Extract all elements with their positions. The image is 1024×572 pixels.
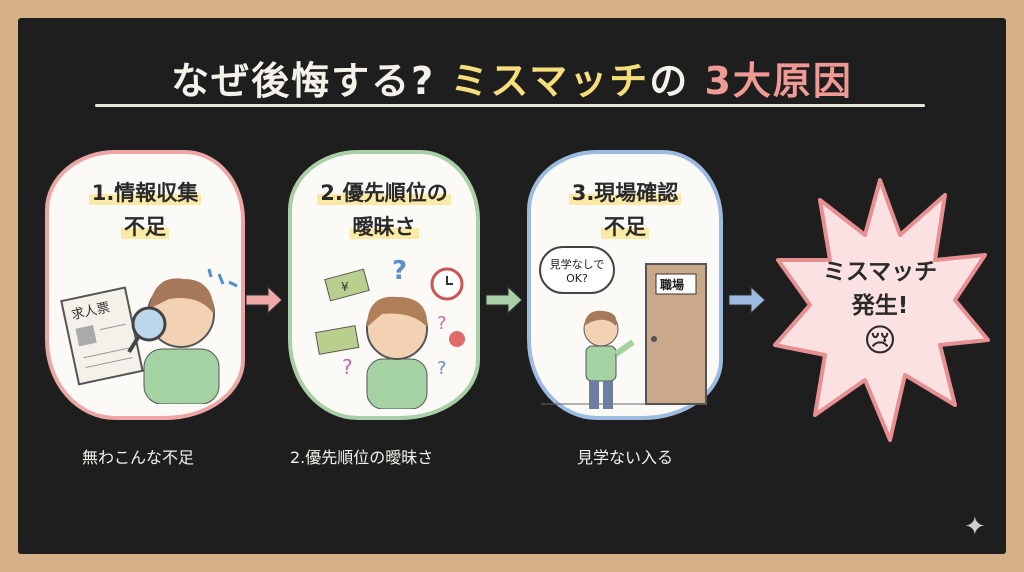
title-underline xyxy=(95,104,925,107)
arrow-right-icon xyxy=(728,285,766,315)
svg-text:?: ? xyxy=(392,256,407,286)
result-text: ミスマッチ 発生! 😢 xyxy=(790,255,970,361)
step-3-cloud: 3.現場確認 不足 見学なしで OK? 職場 xyxy=(527,150,723,420)
step-1-heading-line1: 1.情報収集 xyxy=(88,181,202,205)
sparkle-icon: ✦ xyxy=(964,512,986,542)
step-1-caption: 無わこんな不足 xyxy=(82,448,195,467)
person-with-magnifier-illustration: 求人票 xyxy=(60,268,238,404)
person-at-door-illustration: 職場 xyxy=(541,263,707,409)
confused-person-illustration: ¥ ? ? ? ? xyxy=(314,256,465,409)
step-1-cloud: 1.情報収集 不足 求人票 xyxy=(45,150,245,420)
title-causes: 3大原因 xyxy=(704,59,853,103)
title-question: なぜ後悔する? xyxy=(171,59,436,103)
step-2-cloud: 2.優先順位の 曖昧さ ¥ ? ? ? ? xyxy=(288,150,480,420)
step-2-heading-line2: 曖昧さ xyxy=(349,215,419,239)
title-particle: の xyxy=(649,59,690,103)
door-sign: 職場 xyxy=(660,277,684,292)
step-1-heading: 1.情報収集 不足 xyxy=(49,176,241,244)
step-3-heading-line1: 3.現場確認 xyxy=(568,181,682,205)
crying-face-icon: 😢 xyxy=(863,321,897,359)
step-3-heading: 3.現場確認 不足 xyxy=(531,176,719,244)
svg-text:?: ? xyxy=(437,313,447,334)
title-mismatch: ミスマッチ xyxy=(450,59,650,103)
step-2-heading-line1: 2.優先順位の xyxy=(317,181,451,205)
svg-text:?: ? xyxy=(437,358,447,379)
step-3-caption: 見学ない入る xyxy=(577,448,674,467)
svg-text:?: ? xyxy=(342,355,353,379)
arrow-right-icon xyxy=(245,285,283,315)
step-2-heading: 2.優先順位の 曖昧さ xyxy=(292,176,476,244)
step-3-heading-line2: 不足 xyxy=(601,215,649,239)
result-line2: 発生! xyxy=(851,293,909,319)
result-line1: ミスマッチ xyxy=(822,259,938,285)
step-1-heading-line2: 不足 xyxy=(121,215,169,239)
burst-shape xyxy=(773,178,990,442)
step-2-caption: 2.優先順位の曖昧さ xyxy=(290,448,434,467)
yen-symbol: ¥ xyxy=(341,280,349,294)
thought-bubble: 見学なしで OK? xyxy=(539,246,615,294)
arrow-right-icon xyxy=(485,285,523,315)
page-title: なぜ後悔する? ミスマッチの 3大原因 xyxy=(0,50,1024,105)
